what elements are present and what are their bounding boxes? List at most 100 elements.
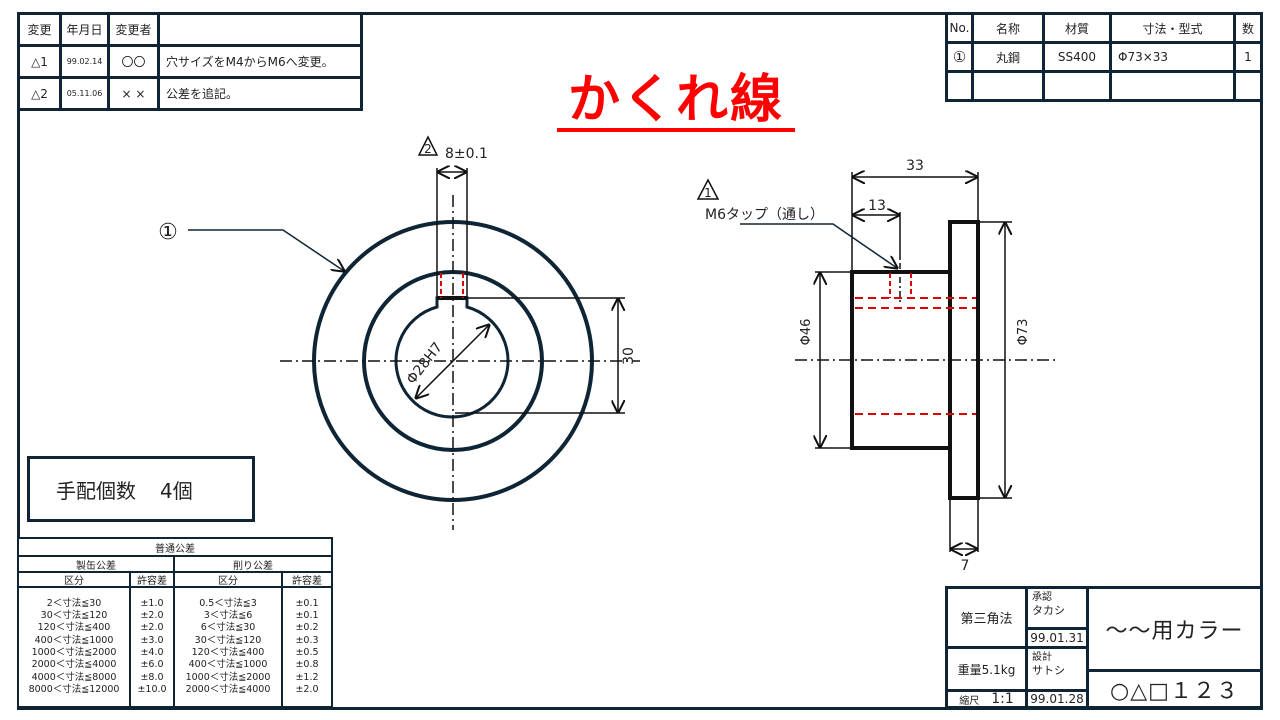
tolerance-entry: 1000＜寸法≦2000 (31, 647, 117, 658)
tolerance-entry: ±0.1 (295, 610, 319, 622)
rev-desc: 穴サイズをM4からM6へ変更。 (160, 47, 360, 76)
tolerance-entry: ±10.0 (137, 683, 167, 695)
tolerance-entry: 30＜寸法≦120 (194, 634, 262, 646)
dim-keyway-depth-text: 30 (621, 347, 637, 365)
tolerance-entry: 400＜寸法≦1000 (34, 634, 114, 646)
dim-keyway-width-text: 8±0.1 (445, 146, 488, 162)
tolerance-title: 普通公差 (19, 539, 331, 555)
scale-label: 縮尺 (959, 695, 980, 707)
header-size: 寸法・型式 (1112, 15, 1233, 41)
tolerance-entry: 400＜寸法≦1000 (188, 659, 268, 671)
dim-hub-dia-text: Φ46 (799, 319, 814, 346)
tolerance-entry: ±2.0 (140, 622, 164, 634)
rev-by: × × (110, 79, 157, 108)
drawing-number: ○△□１２３ (1089, 672, 1260, 706)
header-changer: 変更者 (110, 15, 157, 44)
rev-date: 05.11.06 (62, 79, 107, 108)
leader-line (740, 223, 897, 268)
tolerance-entry: ±0.2 (295, 622, 319, 634)
tolerance-entry: ±3.0 (140, 634, 164, 646)
approved-date: 99.01.31 (1028, 630, 1086, 646)
header-name: 名称 (974, 15, 1042, 41)
header-desc (160, 15, 360, 44)
approved-label: 承認 (1032, 592, 1052, 603)
part-size: Φ73×33 (1112, 44, 1233, 70)
tolerance-entry: 8000＜寸法≦12000 (28, 683, 120, 695)
tolerance-entry: 2000＜寸法≦4000 (185, 683, 271, 695)
empty-cell (1045, 73, 1109, 99)
dim-tap-position-text: 13 (868, 198, 886, 214)
dim-flange-thickness-text: 7 (961, 558, 970, 574)
front-view: 2 8±0.1 30 Φ28H7 ① (158, 135, 640, 530)
tolerance-entry: 3＜寸法≦6 (203, 610, 253, 622)
designed-label: 設計 (1032, 652, 1052, 663)
tolerance-entry: 6＜寸法≦30 (200, 622, 256, 634)
approved-cell: 承認 タカシ (1028, 589, 1086, 627)
title-block: 第三角法 承認 タカシ ～～用カラー 99.01.31 重量5.1kg 設計 サ… (945, 586, 1263, 709)
drawing-frame (17, 12, 1263, 710)
bore-with-keyway (394, 296, 510, 419)
range-header: 区分 (175, 573, 281, 586)
order-quantity-value: 4個 (160, 478, 193, 503)
empty-cell (948, 73, 971, 99)
leader-line (188, 229, 344, 271)
parts-table: No. 名称 材質 寸法・型式 数 ① 丸鋼 SS400 Φ73×33 1 (945, 12, 1263, 102)
part-qty: 1 (1236, 44, 1260, 70)
weight: 重量5.1kg (948, 649, 1025, 689)
part-name: ～～用カラー (1089, 589, 1260, 669)
tolerance-entry: ±6.0 (140, 659, 164, 671)
fab-tolerances: ±1.0±2.0±2.0±3.0±4.0±6.0±8.0±10.0 (131, 588, 173, 706)
tolerance-entry: ±4.0 (140, 647, 164, 658)
part-callout: ① (158, 220, 178, 245)
range-header: 区分 (19, 573, 129, 586)
header-material: 材質 (1045, 15, 1109, 41)
tolerance-entry: ±0.1 (295, 597, 319, 609)
revision-mark: 1 (704, 186, 712, 200)
part-name: 丸鋼 (974, 44, 1042, 70)
mach-tolerances: ±0.1±0.1±0.2±0.3±0.5±0.8±1.2±2.0 (283, 588, 331, 706)
approved-by: タカシ (1032, 604, 1065, 617)
designed-cell: 設計 サトシ (1028, 649, 1086, 689)
projection-method: 第三角法 (948, 589, 1025, 646)
header-change: 変更 (20, 15, 59, 44)
tolerance-entry: ±8.0 (140, 671, 164, 683)
rev-mark: △1 (20, 47, 59, 76)
header-date: 年月日 (62, 15, 107, 44)
designed-by: サトシ (1032, 664, 1065, 677)
dim-flange-dia-text: Φ73 (1016, 319, 1031, 346)
dim-bore (416, 325, 489, 398)
tolerance-entry: ±0.5 (295, 647, 319, 658)
tolerance-entry: ±0.3 (295, 634, 319, 646)
rev-desc: 公差を追記。 (160, 79, 360, 108)
scale-value: 1:1 (991, 692, 1014, 706)
part-material: SS400 (1045, 44, 1109, 70)
tolerance-entry: 4000＜寸法≦8000 (31, 671, 117, 683)
revision-mark: 2 (424, 142, 432, 156)
part-no: ① (948, 44, 971, 70)
header-no: No. (948, 15, 971, 41)
fabrication-tolerance-header: 製缶公差 (19, 557, 173, 571)
tolerance-header: 許容差 (131, 573, 173, 586)
header-qty: 数 (1236, 15, 1260, 41)
empty-cell (1236, 73, 1260, 99)
machining-tolerance-header: 削り公差 (175, 557, 331, 571)
tolerance-entry: 2000＜寸法≦4000 (31, 659, 117, 671)
order-quantity-box: 手配個数 4個 (27, 456, 255, 522)
tolerance-entry: ±1.2 (295, 671, 319, 683)
tolerance-entry: 120＜寸法≦400 (191, 647, 265, 658)
dim-length-text: 33 (906, 158, 924, 174)
tolerance-entry: 1000＜寸法≦2000 (185, 671, 271, 683)
tolerance-entry: ±0.8 (295, 659, 319, 671)
revision-table: 変更 年月日 変更者 △1 99.02.14 〇〇 穴サイズをM4からM6へ変更… (17, 12, 363, 111)
scale-cell: 縮尺 1:1 (948, 692, 1025, 706)
revision-triangle-icon (417, 135, 439, 156)
rev-date: 99.02.14 (62, 47, 107, 76)
empty-cell (1112, 73, 1233, 99)
revision-triangle-icon (696, 178, 720, 200)
dim-bore-text: Φ28H7 (404, 340, 446, 388)
rev-mark: △2 (20, 79, 59, 108)
tolerance-header: 許容差 (283, 573, 331, 586)
